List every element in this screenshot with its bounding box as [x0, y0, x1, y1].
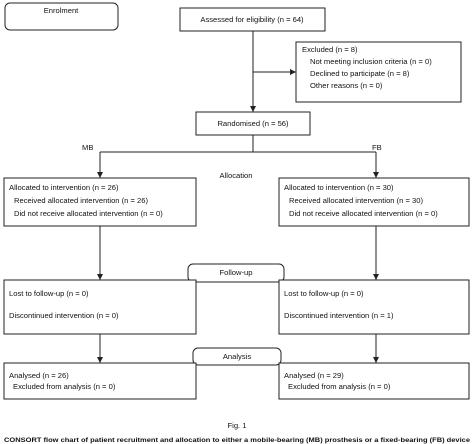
analysis-right-node: Analysed (n = 29) Excluded from analysis… [278, 362, 470, 400]
analysis-stage: Analysis [192, 347, 282, 366]
arrowhead-randomised [250, 106, 256, 112]
allocation-right-node: Allocated to intervention (n = 30) Recei… [278, 177, 470, 227]
figure-label: Fig. 1 [228, 421, 247, 430]
arm-label-right: FB [372, 143, 382, 152]
excluded-item: Not meeting inclusion criteria (n = 0) [310, 57, 432, 66]
arrowhead-follow-left [97, 274, 103, 280]
analysis-left-node: Analysed (n = 26) Excluded from analysis… [3, 362, 197, 400]
enrolment-label: Enrolment [44, 6, 79, 15]
stage-label-allocation: Allocation [220, 171, 253, 180]
follow-left-discontinued: Discontinued intervention (n = 0) [9, 311, 119, 320]
excluded-title: Excluded (n = 8) [302, 45, 358, 54]
allocation-left-node: Allocated to intervention (n = 26) Recei… [3, 177, 197, 227]
alloc-right-line: Did not receive allocated intervention (… [289, 209, 438, 218]
analysis-left-analysed: Analysed (n = 26) [9, 371, 69, 380]
randomised-label: Randomised (n = 56) [217, 119, 289, 128]
alloc-left-line: Did not receive allocated intervention (… [14, 209, 163, 218]
arrowhead-follow-right [373, 274, 379, 280]
connectors [99, 31, 377, 363]
arrowhead-excluded [290, 69, 296, 75]
analysis-right-analysed: Analysed (n = 29) [284, 371, 344, 380]
stage-label-analysis: Analysis [223, 352, 251, 361]
arm-label-left: MB [82, 143, 93, 152]
randomised-node: Randomised (n = 56) [195, 111, 311, 136]
arrowhead-alloc-left [97, 172, 103, 178]
figure-caption: CONSORT flow chart of patient recruitmen… [4, 437, 470, 444]
follow-left-lost: Lost to follow-up (n = 0) [9, 289, 89, 298]
arrowhead-analysis-right [373, 357, 379, 363]
arrowhead-alloc-right [373, 172, 379, 178]
analysis-right-excluded: Excluded from analysis (n = 0) [288, 382, 391, 391]
alloc-right-line: Allocated to intervention (n = 30) [284, 183, 394, 192]
excluded-item: Declined to participate (n = 8) [310, 69, 410, 78]
followup-right-node: Lost to follow-up (n = 0) Discontinued i… [278, 279, 470, 335]
followup-left-node: Lost to follow-up (n = 0) Discontinued i… [3, 279, 197, 335]
followup-stage: Follow-up [187, 263, 285, 283]
alloc-right-line: Received allocated intervention (n = 30) [289, 196, 423, 205]
assessed-node: Assessed for eligibility (n = 64) [179, 7, 326, 32]
alloc-left-line: Allocated to intervention (n = 26) [9, 183, 119, 192]
arrowhead-analysis-left [97, 357, 103, 363]
excluded-node: Excluded (n = 8) Not meeting inclusion c… [295, 41, 462, 103]
follow-right-discontinued: Discontinued intervention (n = 1) [284, 311, 394, 320]
analysis-left-excluded: Excluded from analysis (n = 0) [13, 382, 116, 391]
excluded-item: Other reasons (n = 0) [310, 81, 383, 90]
enrolment-node: Enrolment [4, 2, 119, 31]
assessed-label: Assessed for eligibility (n = 64) [200, 15, 304, 24]
follow-right-lost: Lost to follow-up (n = 0) [284, 289, 364, 298]
stage-label-followup: Follow-up [220, 268, 253, 277]
alloc-left-line: Received allocated intervention (n = 26) [14, 196, 148, 205]
arrowheads [97, 69, 379, 363]
